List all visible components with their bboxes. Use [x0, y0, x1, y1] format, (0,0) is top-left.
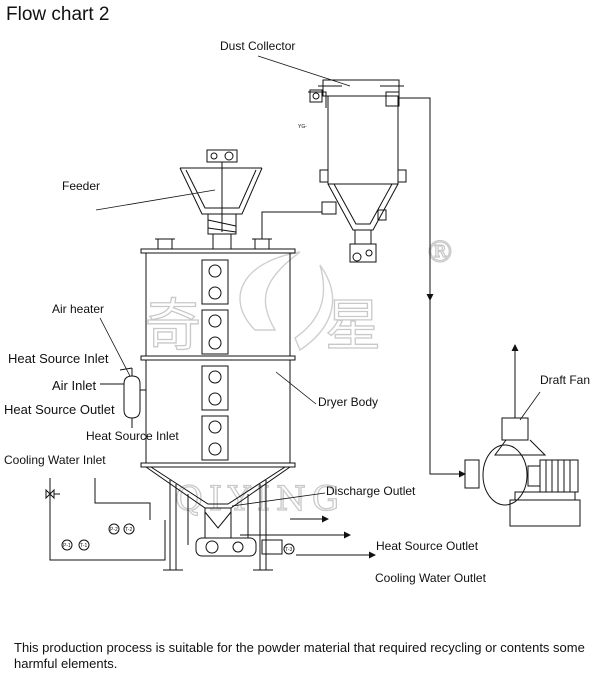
tag-t2: T-2 [125, 527, 132, 533]
gauge-t1 [78, 539, 90, 551]
label-air-inlet: Air Inlet [52, 378, 97, 393]
watermark: 奇 星 QIYING ® [144, 234, 455, 519]
gauge-p2 [108, 523, 120, 535]
tag-p2: P-2 [110, 527, 118, 533]
caption: This production process is suitable for … [14, 640, 585, 671]
air-heater [123, 368, 146, 428]
label-draft-fan: Draft Fan [540, 373, 591, 387]
inspection-windows [201, 259, 229, 461]
dust-collector [308, 79, 407, 263]
dryer-body [140, 238, 296, 571]
label-heat-source-outlet-lower: Heat Source Outlet [376, 539, 479, 553]
watermark-char-2: 星 [325, 294, 381, 359]
tag-t1: T-1 [80, 543, 87, 549]
gauge-t2 [123, 523, 135, 535]
leader-lines [95, 55, 541, 507]
piping [49, 97, 519, 561]
gauge-t3 [283, 543, 295, 555]
yg-tag: YG- [298, 124, 307, 130]
label-feeder: Feeder [62, 179, 101, 193]
label-dust-collector: Dust Collector [220, 39, 296, 53]
tag-p1: P-1 [63, 543, 71, 549]
draft-fan [464, 417, 581, 527]
label-heat-source-inlet: Heat Source Inlet [8, 351, 109, 366]
label-discharge-outlet: Discharge Outlet [326, 484, 416, 498]
feeder [179, 149, 263, 249]
label-heat-source-outlet: Heat Source Outlet [4, 402, 115, 417]
valve [45, 488, 60, 500]
gauge-p1 [61, 539, 73, 551]
discharge-assembly [195, 511, 283, 557]
label-heat-source-inlet-lower: Heat Source Inlet [86, 429, 179, 443]
instruments [61, 523, 295, 555]
label-cooling-water-inlet: Cooling Water Inlet [4, 453, 106, 467]
page-title: Flow chart 2 [6, 4, 110, 25]
watermark-char-1: 奇 [145, 294, 201, 359]
tag-t3: T-3 [285, 547, 292, 553]
label-cooling-water-outlet: Cooling Water Outlet [375, 571, 486, 585]
label-air-heater: Air heater [52, 302, 105, 316]
label-dryer-body: Dryer Body [318, 395, 379, 409]
